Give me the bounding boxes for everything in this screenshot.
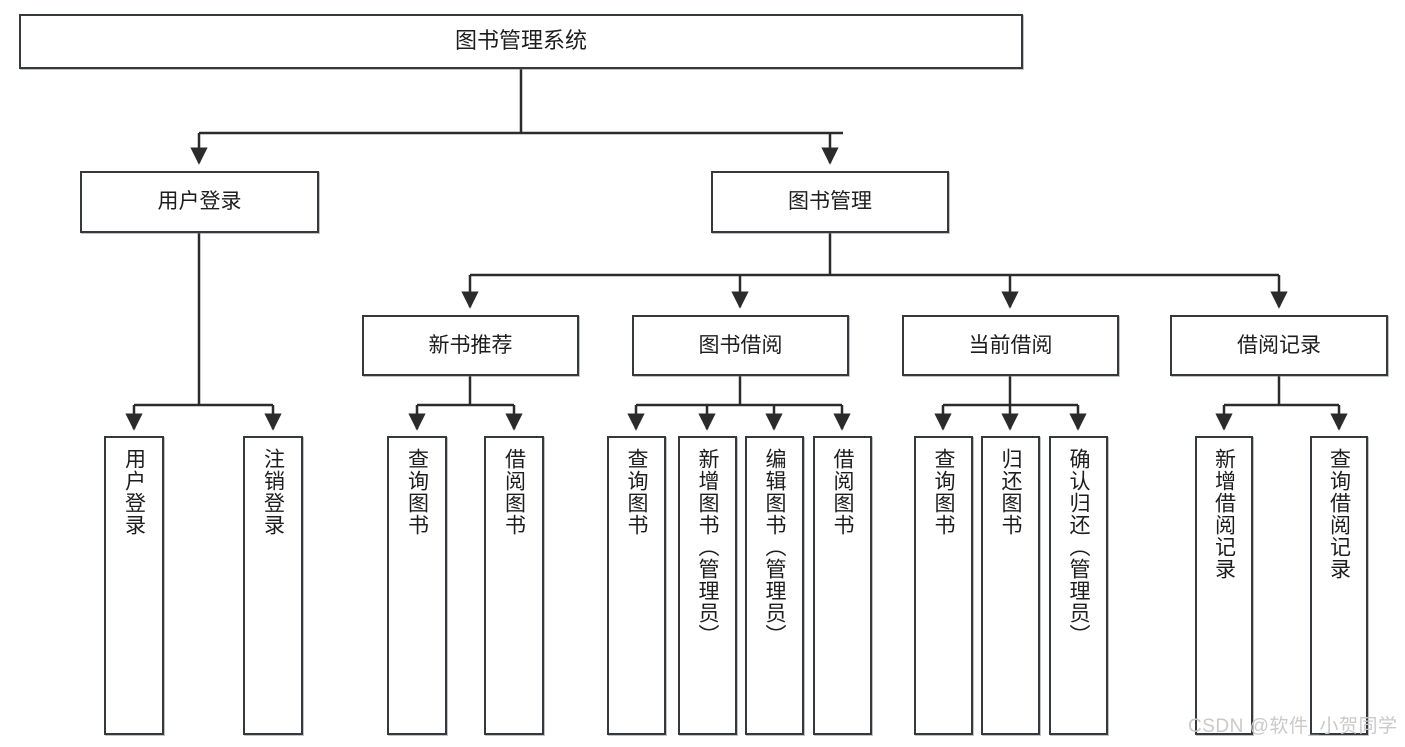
- node-book-borrow[interactable]: 图书借阅: [632, 315, 849, 376]
- leaf-query-book-rec[interactable]: 查询图书: [387, 436, 447, 735]
- node-root[interactable]: 图书管理系统: [19, 14, 1023, 69]
- leaf-query-book-rec-label: 查询图书: [405, 448, 429, 536]
- node-book-management-label: 图书管理: [788, 190, 872, 214]
- leaf-query-borrow-record[interactable]: 查询借阅记录: [1310, 436, 1368, 735]
- leaf-borrow-book-rec-label: 借阅图书: [502, 448, 526, 536]
- leaf-query-book-current[interactable]: 查询图书: [914, 436, 973, 735]
- leaf-borrow-book-label: 借阅图书: [831, 448, 854, 536]
- node-borrow-record-label: 借阅记录: [1237, 333, 1321, 357]
- node-borrow-record[interactable]: 借阅记录: [1170, 315, 1388, 376]
- leaf-user-login-label: 用户登录: [122, 448, 146, 536]
- leaf-borrow-book-rec[interactable]: 借阅图书: [484, 436, 544, 735]
- leaf-confirm-return-admin[interactable]: 确认归还（管理员）: [1049, 436, 1108, 735]
- leaf-confirm-return-admin-label: 确认归还（管理员）: [1067, 448, 1090, 646]
- leaf-add-borrow-record-label: 新增借阅记录: [1212, 448, 1236, 580]
- node-current-borrow-label: 当前借阅: [968, 333, 1053, 357]
- leaf-add-book-admin-label: 新增图书（管理员）: [696, 448, 719, 646]
- leaf-edit-book-admin[interactable]: 编辑图书（管理员）: [745, 436, 804, 735]
- leaf-add-book-admin[interactable]: 新增图书（管理员）: [678, 436, 737, 735]
- csdn-watermark: CSDN @软件_小贺同学: [1188, 716, 1398, 737]
- leaf-query-book-borrow-label: 查询图书: [625, 448, 648, 536]
- leaf-query-book-borrow[interactable]: 查询图书: [607, 436, 666, 735]
- leaf-edit-book-admin-label: 编辑图书（管理员）: [763, 448, 786, 646]
- leaf-logout[interactable]: 注销登录: [243, 436, 303, 735]
- leaf-borrow-book[interactable]: 借阅图书: [813, 436, 872, 735]
- node-book-management[interactable]: 图书管理: [711, 171, 949, 233]
- node-user-login-label: 用户登录: [157, 190, 242, 214]
- leaf-return-book[interactable]: 归还图书: [981, 436, 1040, 735]
- leaf-logout-label: 注销登录: [261, 448, 285, 536]
- leaf-query-book-current-label: 查询图书: [932, 448, 955, 536]
- node-user-login[interactable]: 用户登录: [80, 171, 319, 233]
- leaf-return-book-label: 归还图书: [999, 448, 1022, 536]
- leaf-query-borrow-record-label: 查询借阅记录: [1327, 448, 1351, 580]
- node-new-book-recommend[interactable]: 新书推荐: [362, 315, 579, 376]
- leaf-add-borrow-record[interactable]: 新增借阅记录: [1195, 436, 1253, 735]
- node-book-borrow-label: 图书借阅: [698, 333, 783, 357]
- node-new-book-recommend-label: 新书推荐: [428, 333, 513, 357]
- leaf-user-login[interactable]: 用户登录: [104, 436, 164, 735]
- node-root-label: 图书管理系统: [454, 28, 587, 54]
- node-current-borrow[interactable]: 当前借阅: [902, 315, 1119, 376]
